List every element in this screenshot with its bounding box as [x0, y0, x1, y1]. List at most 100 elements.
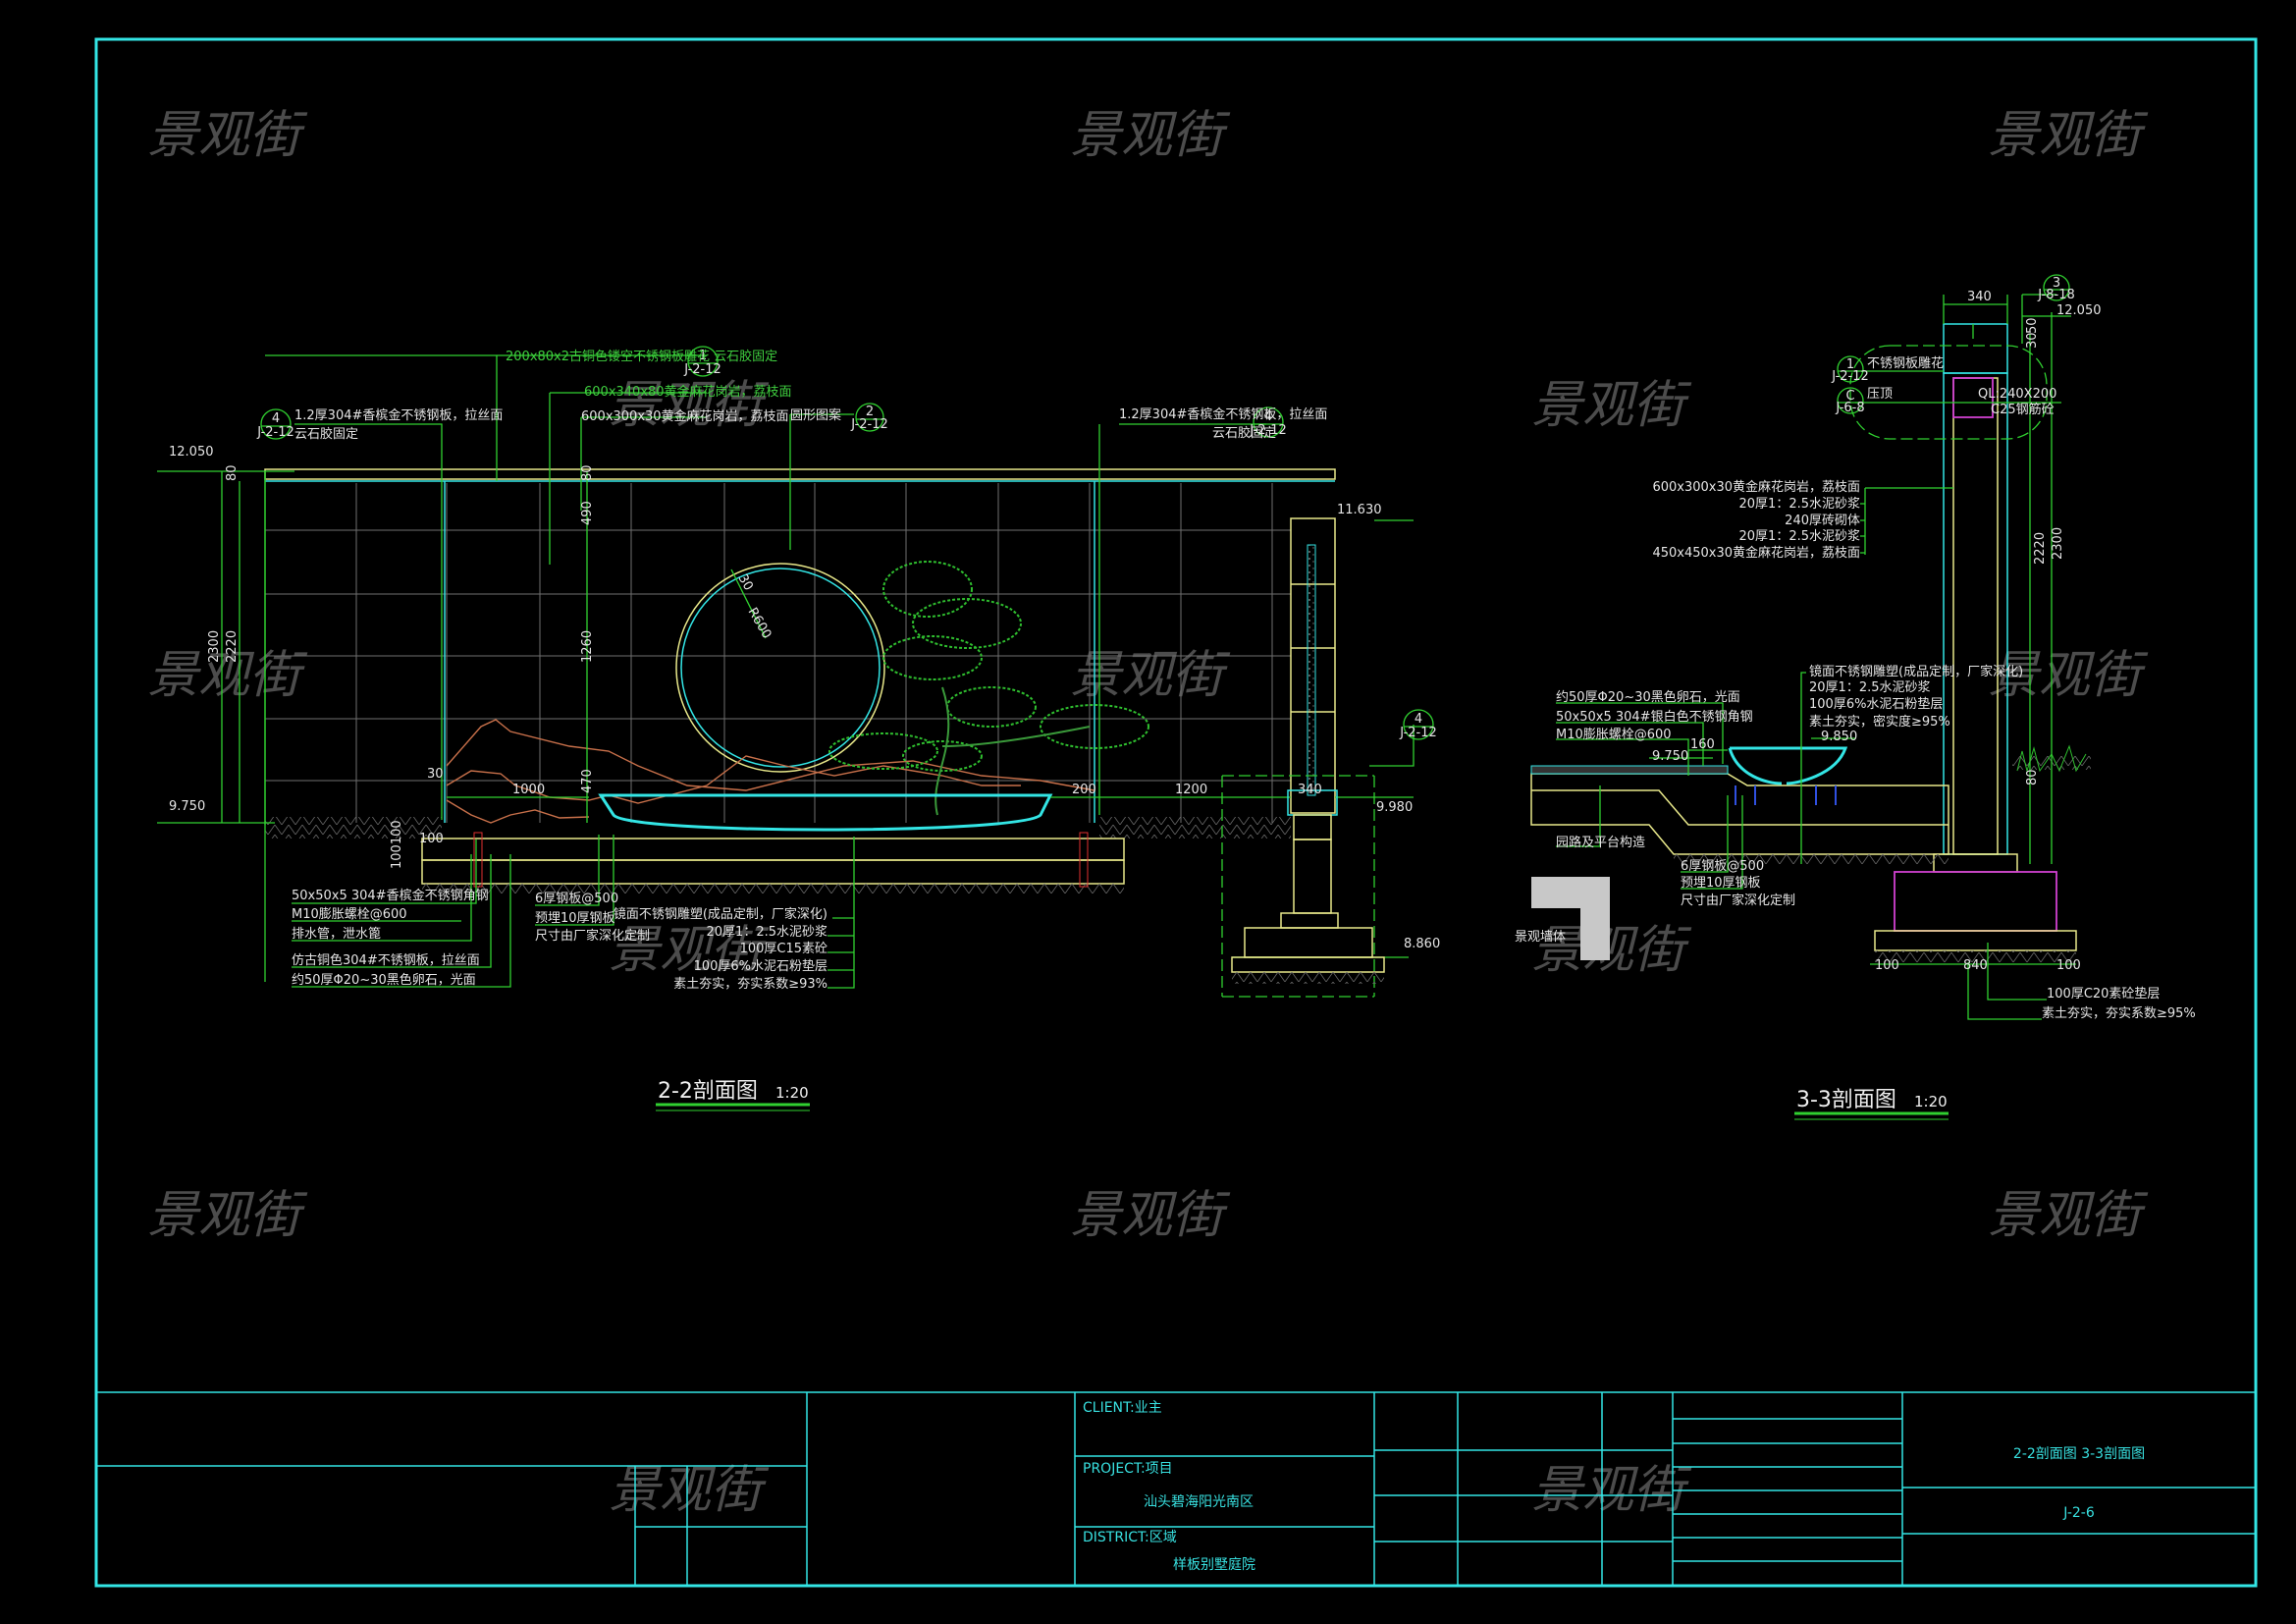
- note: M10膨胀螺栓@600: [1556, 728, 1672, 742]
- dimension: 50: [2025, 317, 2040, 334]
- elevation-label: 9.980: [1376, 800, 1413, 815]
- svg-text:3: 3: [2053, 276, 2060, 291]
- section-title: 3-3剖面图: [1796, 1088, 1896, 1112]
- dimension: 100: [1875, 958, 1899, 973]
- dimension: 840: [1963, 958, 1988, 973]
- dimension: 2220: [2033, 532, 2048, 565]
- note: 仿古铜色304#不锈钢板，拉丝面: [292, 952, 480, 968]
- note: 素土夯实，夯实系数≥95%: [2042, 1006, 2196, 1021]
- note: 50x50x5 304#银白色不锈钢角钢: [1556, 709, 1753, 725]
- note: 尺寸由厂家深化定制: [1681, 893, 1795, 908]
- svg-text:J-2-12: J-2-12: [256, 425, 294, 440]
- note: 尺寸由厂家深化定制: [535, 928, 650, 944]
- title-block: [96, 1391, 2256, 1586]
- note: 素土夯实，夯实系数≥93%: [673, 977, 828, 992]
- rockery: [446, 719, 1095, 791]
- sheet-frame: [94, 37, 2258, 1588]
- note: 素土夯实，密实度≥95%: [1809, 714, 1950, 730]
- note: 600x340x80黄金麻花岗岩，荔枝面: [584, 384, 792, 400]
- dimension: 160: [1690, 737, 1715, 752]
- note: 镜面不锈钢雕塑(成品定制，厂家深化): [1809, 664, 2023, 679]
- dimension: 2220: [225, 630, 240, 663]
- dimension: 1260: [580, 630, 595, 663]
- wall-coping: [264, 468, 1336, 480]
- note: 云石胶固定: [294, 426, 358, 442]
- note: 排水管，泄水篦: [292, 927, 381, 942]
- watermark: 景观街: [1531, 376, 1692, 435]
- section-2-2: 1 J-2-12 4 J-2-12 2 J-2-12 4 J-2-12 4 J-…: [157, 346, 1440, 1111]
- callout-4-detail: 4 J-2-12: [1399, 709, 1437, 740]
- svg-text:1: 1: [699, 349, 707, 363]
- note: QL:240X200: [1978, 387, 2056, 402]
- note: 200x80x2古铜色镂空不锈钢板雕花 云石胶固定: [506, 349, 777, 364]
- callout-2: 2 J-2-12: [850, 403, 888, 432]
- svg-text:J-8-18: J-8-18: [2037, 288, 2075, 302]
- section-scale: 1:20: [775, 1084, 809, 1102]
- note: 20厚1：2.5水泥砂浆: [707, 925, 828, 940]
- note: 20厚1：2.5水泥砂浆: [1739, 497, 1861, 512]
- watermark: 景观街: [147, 106, 308, 165]
- note: 100厚C20素砼垫层: [2047, 986, 2160, 1001]
- svg-text:2: 2: [866, 405, 874, 419]
- dimension: 470: [580, 769, 595, 793]
- watermark: 景观街: [1531, 921, 1692, 980]
- dimension: 80: [580, 464, 595, 481]
- svg-text:C: C: [1845, 389, 1854, 404]
- grass-right: [1099, 817, 1291, 839]
- note: 预埋10厚钢板: [535, 911, 615, 926]
- note: 100厚6%水泥石粉垫层: [1809, 696, 1943, 712]
- dimension: 2300: [2051, 527, 2065, 560]
- dimension: 80: [2025, 769, 2040, 785]
- landscape-wall: [1531, 877, 1610, 960]
- client-label: CLIENT:业主: [1083, 1400, 1162, 1416]
- watermark: 景观街: [609, 376, 770, 435]
- watermark: 景观街: [1988, 646, 2149, 705]
- pillar-plate: [1307, 544, 1316, 796]
- radius-label: R600: [745, 606, 774, 642]
- dimension: 1200: [1175, 783, 1207, 797]
- district-name: 样板别墅庭院: [1173, 1556, 1255, 1573]
- watermark: 景观街: [609, 1461, 770, 1520]
- note: 600x300x30黄金麻花岗岩，荔枝面: [1652, 479, 1860, 495]
- watermark: 景观街: [1070, 106, 1231, 165]
- section-title: 2-2剖面图: [658, 1079, 758, 1104]
- note: 450x450x30黄金麻花岗岩，荔枝面: [1652, 545, 1860, 561]
- note: 100厚6%水泥石粉垫层: [694, 958, 828, 974]
- note: 云石胶固定: [1212, 425, 1276, 441]
- callout-c: C J-6-8: [1835, 387, 1865, 415]
- note: M10膨胀螺栓@600: [292, 907, 407, 922]
- elevation-label: 12.050: [169, 445, 214, 460]
- watermark: 景观街: [147, 1186, 308, 1245]
- svg-text:J-2-12: J-2-12: [1399, 726, 1437, 740]
- svg-text:J-2-12: J-2-12: [1831, 369, 1869, 384]
- drawing-number: J-2-6: [2062, 1505, 2095, 1521]
- district-label: DISTRICT:区域: [1083, 1530, 1177, 1545]
- dimension-lines: [157, 354, 1415, 998]
- section-3-3: 3 J-8-18 1 J-2-12 C J-6-8 不锈钢板雕花 压顶 QL:2…: [1515, 274, 2196, 1120]
- svg-text:4: 4: [1415, 712, 1422, 727]
- elevation-label: 9.850: [1821, 730, 1857, 744]
- moon-gate-circle: [675, 563, 885, 773]
- note: 1.2厚304#香槟金不锈钢板，拉丝面: [294, 407, 503, 423]
- watermarks: 景观街 景观街 景观街 景观街 景观街 景观街 景观街 景观街 景观街 景观街 …: [147, 106, 2149, 1520]
- svg-text:J-2-12: J-2-12: [850, 417, 888, 432]
- dimension: 200: [1072, 783, 1096, 797]
- drain-pipe: [473, 832, 483, 888]
- footing-pad: [1874, 930, 2077, 951]
- note: 不锈钢板雕花: [1867, 355, 1944, 371]
- dimension: 100100: [390, 820, 404, 869]
- note: 50x50x5 304#香槟金不锈钢角钢: [292, 888, 489, 903]
- note: 景观墙体: [1515, 930, 1566, 945]
- note: 压顶: [1867, 387, 1893, 402]
- pillar-foundation-detail: [1231, 789, 1385, 984]
- note: 600x300x30黄金麻花岗岩，荔枝面: [581, 408, 789, 424]
- note: 预埋10厚钢板: [1681, 876, 1761, 891]
- wall-stone-grid: [265, 483, 1291, 823]
- svg-text:J-2-12: J-2-12: [1249, 423, 1287, 438]
- note: 约50厚Φ20~30黑色卵石，光面: [292, 972, 476, 988]
- carved-panel: [1952, 377, 1994, 418]
- watermark: 景观街: [1531, 1461, 1692, 1520]
- dimension: 340: [1967, 290, 1992, 304]
- note: C25钢筋砼: [1991, 402, 2055, 417]
